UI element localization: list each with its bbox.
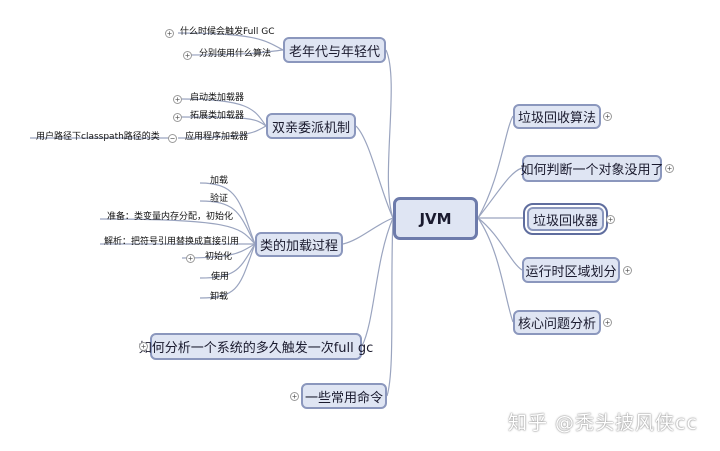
- runtime-area-node[interactable]: 运行时区域划分: [522, 257, 620, 283]
- leaf-extension-loader: 拓展类加载器: [190, 111, 245, 121]
- expand-core-issue-analysis-button[interactable]: +: [603, 318, 612, 327]
- leaf-resolution: 解析：把符号引用替换成直接引用: [104, 237, 240, 247]
- object-reachability-label: 如何判断一个对象没用了: [520, 163, 664, 178]
- jvm-center-label: JVM: [419, 209, 452, 228]
- leaf-usage: 使用: [211, 272, 230, 282]
- expand-runtime-area-button[interactable]: +: [623, 266, 632, 275]
- leaf-initialization: 初始化: [205, 252, 233, 262]
- expand-garbage-collector-button[interactable]: +: [606, 215, 615, 224]
- expand-common-commands-button[interactable]: +: [290, 392, 299, 401]
- parent-delegation-node[interactable]: 双亲委派机制: [266, 113, 356, 139]
- expand-object-reachability-button[interactable]: +: [665, 164, 674, 173]
- core-issue-analysis-label: 核心问题分析: [517, 317, 596, 332]
- leaf-unloading: 卸载: [210, 292, 229, 302]
- garbage-collector-label: 垃圾回收器: [532, 213, 598, 229]
- expand-gc-algorithm-button[interactable]: +: [603, 112, 612, 121]
- old-young-gen-label: 老年代与年轻代: [288, 44, 380, 60]
- common-commands-label: 一些常用命令: [304, 390, 383, 406]
- garbage-collector-node[interactable]: 垃圾回收器: [523, 203, 608, 235]
- runtime-area-label: 运行时区域划分: [525, 264, 617, 280]
- jvm-center-node[interactable]: JVM: [393, 197, 478, 240]
- expand-extension-loader-button[interactable]: +: [173, 113, 182, 122]
- leaf-algorithms-used: 分别使用什么算法: [199, 49, 272, 59]
- collapse-application-loader-button[interactable]: −: [168, 134, 177, 143]
- full-gc-analysis-node[interactable]: 如何分析一个系统的多久触发一次full gc: [139, 333, 373, 360]
- leaf-full-gc-trigger: 什么时候会触发Full GC: [180, 27, 275, 37]
- expand-initialization-button[interactable]: +: [186, 254, 195, 263]
- expand-full-gc-analysis-button[interactable]: +: [139, 342, 148, 351]
- class-loading-label: 类的加载过程: [259, 239, 338, 254]
- core-issue-analysis-node[interactable]: 核心问题分析: [513, 310, 601, 335]
- expand-algorithms-used-button[interactable]: +: [183, 51, 192, 60]
- leaf-user-classpath: 用户路径下classpath路径的类: [36, 132, 160, 142]
- leaf-preparation: 准备：类变量内存分配，初始化: [107, 212, 234, 222]
- class-loading-node[interactable]: 类的加载过程: [255, 232, 343, 257]
- leaf-verification: 验证: [210, 194, 229, 204]
- leaf-application-loader: 应用程序加载器: [185, 132, 249, 142]
- parent-delegation-label: 双亲委派机制: [271, 120, 350, 136]
- common-commands-node[interactable]: 一些常用命令: [301, 383, 387, 409]
- object-reachability-node[interactable]: 如何判断一个对象没用了: [520, 155, 664, 182]
- leaf-loading: 加载: [210, 176, 229, 186]
- full-gc-analysis-label: 如何分析一个系统的多久触发一次full gc: [138, 341, 374, 356]
- expand-bootstrap-loader-button[interactable]: +: [173, 95, 182, 104]
- expand-full-gc-trigger-button[interactable]: +: [165, 29, 174, 38]
- old-young-gen-node[interactable]: 老年代与年轻代: [283, 37, 386, 63]
- leaf-bootstrap-loader: 启动类加载器: [190, 93, 245, 103]
- zhihu-watermark: 知乎 @秃头披风侠cc: [508, 412, 698, 434]
- gc-algorithm-label: 垃圾回收算法: [517, 111, 596, 126]
- gc-algorithm-node[interactable]: 垃圾回收算法: [513, 104, 601, 129]
